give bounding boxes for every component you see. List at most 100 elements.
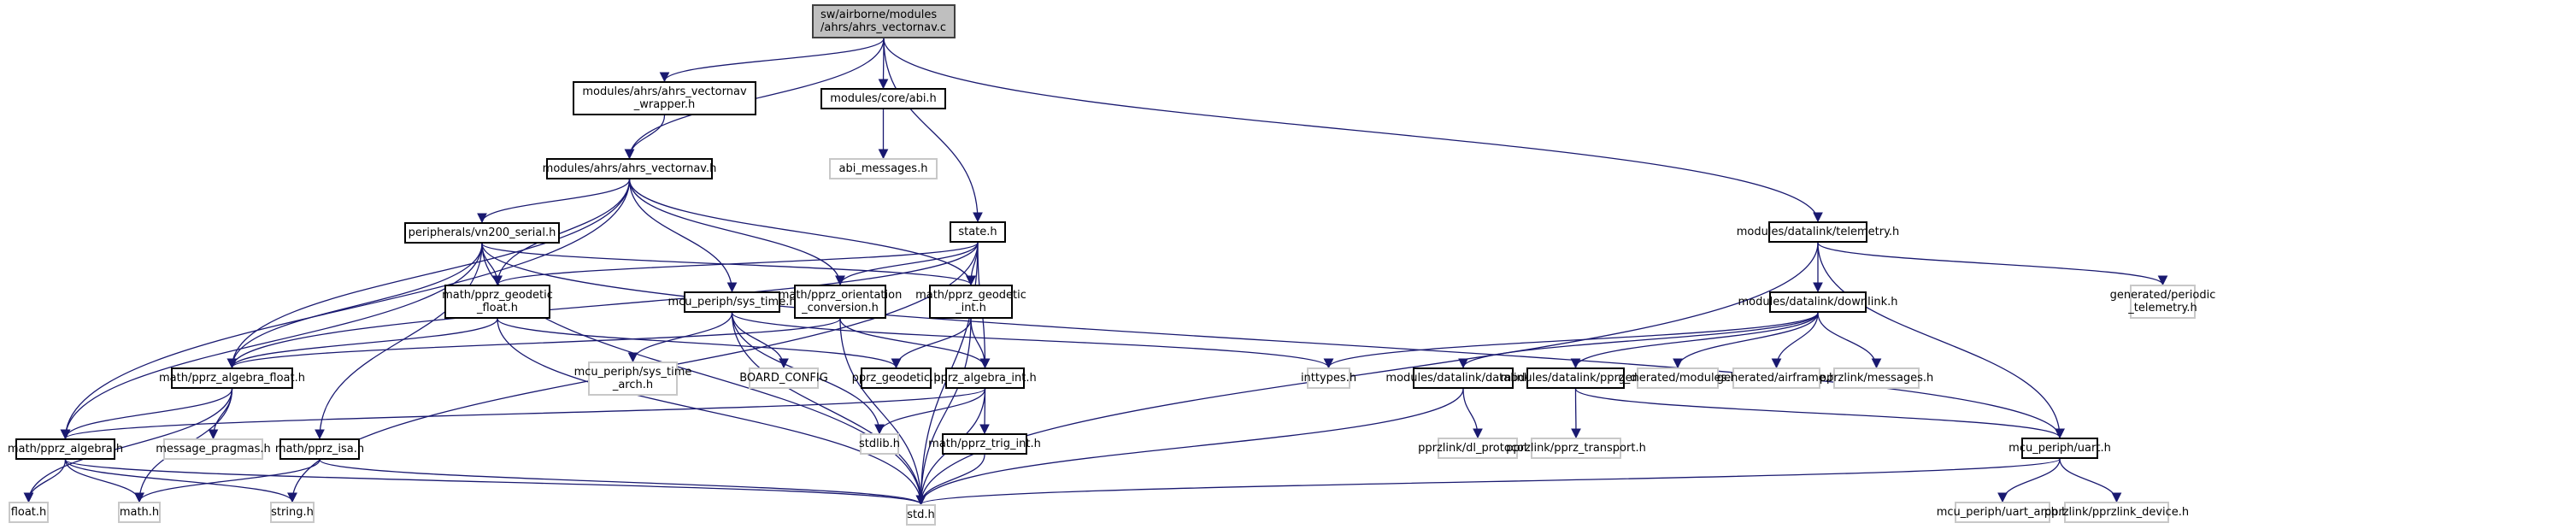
graph-node-alg-int[interactable]: pprz_algebra_int.h [933, 367, 1037, 389]
node-label: math.h [119, 506, 160, 519]
edge-datalink-to-std [915, 388, 1464, 506]
node-label: modules/datalink/telemetry.h [1736, 226, 1900, 238]
graph-node-sys-time-arch: mcu_periph/sys_time _arch.h [574, 361, 691, 396]
node-label: string.h [271, 506, 314, 519]
graph-node-ahrs-vn[interactable]: modules/ahrs/ahrs_vectornav.h [543, 158, 716, 179]
graph-node-vn200[interactable]: peripherals/vn200_serial.h [404, 222, 560, 244]
edge-orient-to-alg-int [839, 318, 991, 369]
graph-node-float-h: float.h [9, 502, 49, 523]
node-label: generated/airframe.h [1716, 372, 1837, 385]
edge-isa-to-math-h [134, 459, 321, 503]
edge-ahrs-vn-to-sys-time [628, 179, 738, 293]
node-label: math/pprz_geodetic _float.h [442, 289, 553, 314]
edge-state-to-alg-float [226, 242, 979, 369]
node-label: pprzlink/messages.h [1819, 372, 1934, 385]
node-label: pprzlink/pprzlink_device.h [2044, 506, 2190, 519]
graph-node-orient[interactable]: math/pprz_orientation _conversion.h [779, 285, 902, 319]
graph-node-datalink[interactable]: modules/datalink/datalink.h [1385, 367, 1541, 389]
edge-algebra-to-string-h [64, 459, 297, 503]
edge-ahrs-vn-to-alg-float [226, 179, 631, 369]
edge-uart-to-pprzlink-dev [2059, 458, 2122, 503]
edge-telemetry-to-periodic [1817, 242, 2168, 286]
node-label: math/pprz_trig_int.h [928, 438, 1041, 450]
edge-ahrs-vn-to-vn200 [477, 179, 631, 224]
edge-geo-float-to-alg-float [226, 318, 498, 369]
graph-node-sys-time[interactable]: mcu_periph/sys_time.h [668, 291, 797, 313]
edge-algebra-to-std [64, 459, 926, 506]
graph-node-isa[interactable]: math/pprz_isa.h [275, 438, 364, 460]
edge-downlink-to-gen-modules [1673, 312, 1819, 369]
node-label: sw/airborne/modules /ahrs/ahrs_vectornav… [820, 9, 947, 34]
edge-root-to-state [883, 38, 983, 223]
node-label: mcu_periph/sys_time.h [668, 296, 797, 309]
edge-pprz-dl-to-transport [1571, 388, 1581, 439]
graph-node-geo-float[interactable]: math/pprz_geodetic _float.h [442, 285, 553, 319]
node-label: modules/datalink/pprz_dl.h [1500, 372, 1651, 385]
graph-node-state[interactable]: state.h [950, 221, 1006, 243]
graph-node-downlink[interactable]: modules/datalink/downlink.h [1738, 291, 1897, 313]
graph-node-algebra[interactable]: math/pprz_algebra.h [8, 438, 123, 460]
graph-node-airframe: generated/airframe.h [1717, 367, 1836, 389]
graph-node-inttypes: inttypes.h [1301, 367, 1356, 389]
node-label: BOARD_CONFIG [739, 372, 828, 385]
graph-node-dl-protocol: pprzlink/dl_protocol.h [1418, 438, 1538, 459]
node-label: math/pprz_orientation _conversion.h [778, 289, 903, 314]
edge-orient-to-std [839, 318, 926, 506]
graph-node-periodic: generated/periodic _telemetry.h [2110, 285, 2215, 319]
edge-isa-to-std [319, 459, 926, 506]
edge-uart-to-std [916, 458, 2061, 506]
node-label: abi_messages.h [838, 162, 928, 175]
graph-node-geodetic[interactable]: pprz_geodetic.h [852, 367, 940, 389]
node-label: peripherals/vn200_serial.h [408, 226, 556, 239]
graph-node-alg-float[interactable]: math/pprz_algebra_float.h [159, 367, 305, 389]
node-label: modules/ahrs/ahrs_vectornav _wrapper.h [582, 85, 747, 111]
graph-node-string-h: string.h [270, 502, 315, 523]
edge-root-to-wrapper [659, 38, 885, 83]
graph-node-wrapper[interactable]: modules/ahrs/ahrs_vectornav _wrapper.h [573, 81, 756, 115]
edge-vn200-to-alg-float [226, 243, 483, 369]
node-label: std.h [907, 508, 935, 521]
edge-downlink-to-datalink [1458, 312, 1819, 369]
graph-node-uart[interactable]: mcu_periph/uart.h [2008, 438, 2111, 459]
node-label: math/pprz_algebra.h [7, 443, 124, 456]
edge-alg-float-to-float-h [23, 388, 233, 503]
edge-sys-time-to-std [731, 312, 926, 506]
node-label: modules/datalink/downlink.h [1738, 296, 1898, 309]
edge-telemetry-to-uart [1817, 242, 2065, 439]
edge-downlink-to-airframe [1771, 312, 1819, 369]
edge-algebra-to-float-h [23, 459, 67, 503]
edge-downlink-to-messages [1817, 312, 1882, 369]
edge-ahrs-vn-to-geo-int [628, 179, 976, 286]
graph-node-geo-int[interactable]: math/pprz_geodetic _int.h [915, 285, 1026, 319]
node-label: state.h [958, 226, 997, 238]
graph-node-math-h: math.h [118, 502, 161, 523]
edge-orient-to-alg-float [226, 318, 841, 369]
edge-geo-float-to-geodetic [497, 318, 902, 369]
graph-node-abi[interactable]: modules/core/abi.h [820, 88, 946, 109]
node-label: pprzlink/pprz_transport.h [1506, 442, 1646, 455]
node-label: mcu_periph/uart.h [2008, 442, 2111, 455]
node-label: modules/core/abi.h [830, 92, 937, 105]
edge-vn200-to-algebra [60, 243, 483, 440]
graph-node-pragmas: message_pragmas.h [156, 438, 271, 460]
edge-state-to-geo-float [492, 242, 979, 286]
edge-ahrs-vn-to-orient [628, 179, 845, 286]
node-label: math/pprz_isa.h [274, 443, 365, 456]
node-label: generated/periodic _telemetry.h [2109, 289, 2216, 314]
graph-node-pprz-dl[interactable]: modules/datalink/pprz_dl.h [1501, 367, 1650, 389]
edge-alg-int-to-stdlib [874, 388, 986, 435]
node-label: inttypes.h [1300, 372, 1357, 385]
graph-node-gen-modules: generated/modules.h [1618, 367, 1738, 389]
graph-node-trig-int[interactable]: math/pprz_trig_int.h [928, 433, 1041, 455]
node-label: message_pragmas.h [156, 443, 271, 456]
node-label: math/pprz_geodetic _int.h [915, 289, 1026, 314]
node-label: modules/datalink/datalink.h [1385, 372, 1541, 385]
graph-node-root[interactable]: sw/airborne/modules /ahrs/ahrs_vectornav… [812, 4, 956, 38]
graph-node-board: BOARD_CONFIG [739, 367, 828, 389]
edge-sys-time-to-board [731, 312, 789, 369]
graph-node-telemetry[interactable]: modules/datalink/telemetry.h [1737, 221, 1899, 243]
edge-alg-int-to-algebra [61, 388, 986, 440]
edge-downlink-to-pprz-dl [1570, 312, 1819, 369]
edges-layer [23, 38, 2168, 506]
